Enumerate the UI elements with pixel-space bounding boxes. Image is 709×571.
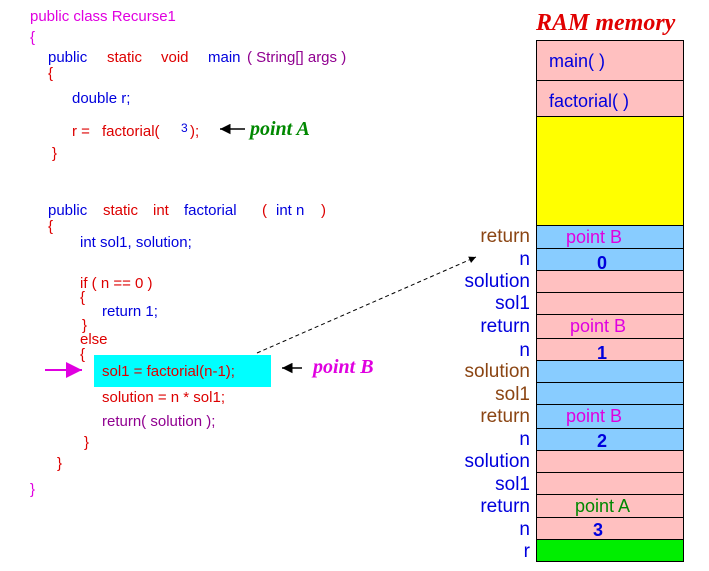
ram-cell-free bbox=[536, 116, 684, 226]
label-solution: solution bbox=[464, 271, 531, 292]
return-link-arrow bbox=[256, 256, 477, 354]
return-value: point B bbox=[566, 227, 623, 247]
ram-cell-sol1 bbox=[536, 292, 684, 315]
fact-keyword-int: int bbox=[153, 202, 169, 219]
n-value: 1 bbox=[597, 343, 608, 363]
ram-cell-n: 3 bbox=[536, 517, 684, 540]
label-n: n bbox=[519, 249, 530, 270]
ram-cell-return: point B bbox=[536, 314, 684, 339]
ram-cell-factorial-label: factorial( ) bbox=[549, 91, 630, 111]
ram-cell-r bbox=[536, 539, 684, 562]
ram-cell-return: point A bbox=[536, 494, 684, 518]
label-return: return bbox=[480, 226, 530, 247]
assign-end: ); bbox=[190, 123, 200, 140]
ram-cell-solution bbox=[536, 360, 684, 383]
return-value: point B bbox=[566, 406, 623, 426]
else-open-brace: { bbox=[80, 346, 86, 363]
assign-factorial-call: factorial( bbox=[102, 123, 160, 140]
return-value: point A bbox=[575, 496, 631, 516]
point-b-annotation: point B bbox=[313, 356, 374, 378]
label-sol1: sol1 bbox=[495, 384, 530, 405]
main-keyword-void: void bbox=[161, 49, 189, 66]
else-close-brace: } bbox=[84, 434, 90, 451]
return-solution: return( solution ); bbox=[102, 413, 216, 430]
decl-sol: int sol1, solution; bbox=[80, 234, 192, 251]
label-r: r bbox=[523, 541, 530, 562]
assign-r: r = bbox=[72, 123, 90, 140]
label-sol1: sol1 bbox=[495, 474, 530, 495]
label-return: return bbox=[480, 316, 530, 337]
ram-cell-solution bbox=[536, 270, 684, 293]
else-keyword: else bbox=[80, 331, 108, 348]
ram-title: RAM memory bbox=[536, 10, 676, 36]
ram-cell-n: 0 bbox=[536, 248, 684, 273]
main-method-name: main bbox=[208, 49, 241, 66]
if-open-brace: { bbox=[80, 289, 86, 306]
class-declaration: public class Recurse1 bbox=[30, 8, 176, 25]
main-keyword-public: public bbox=[48, 49, 88, 66]
label-n: n bbox=[519, 340, 530, 361]
ram-cell-main: main( ) bbox=[536, 40, 684, 81]
point-a-annotation: point A bbox=[250, 118, 310, 140]
label-solution: solution bbox=[464, 361, 531, 382]
fact-close-brace: } bbox=[57, 455, 63, 472]
ram-cell-solution bbox=[536, 450, 684, 473]
label-solution: solution bbox=[464, 451, 531, 472]
ram-cell-return: point B bbox=[536, 225, 684, 249]
fact-paren-open: ( bbox=[262, 202, 267, 219]
ram-cell-return: point B bbox=[536, 404, 684, 429]
ram-cell-sol1 bbox=[536, 472, 684, 495]
solution-assignment: solution = n * sol1; bbox=[102, 389, 225, 406]
fact-keyword-public: public bbox=[48, 202, 88, 219]
ram-cell-main-label: main( ) bbox=[549, 51, 606, 71]
fact-open-brace: { bbox=[48, 218, 54, 235]
fact-paren-close: ) bbox=[321, 202, 326, 219]
if-condition: if ( n == 0 ) bbox=[80, 275, 153, 292]
n-value: 2 bbox=[597, 431, 608, 451]
assign-arg: 3 bbox=[181, 121, 188, 135]
fact-method-name: factorial bbox=[184, 202, 237, 219]
n-value: 0 bbox=[597, 253, 608, 273]
return-value: point B bbox=[570, 316, 627, 336]
ram-cell-factorial: factorial( ) bbox=[536, 80, 684, 117]
current-line-highlight bbox=[94, 355, 271, 387]
n-value: 3 bbox=[593, 520, 604, 540]
fact-keyword-static: static bbox=[103, 202, 139, 219]
sol1-assignment: sol1 = factorial(n-1); bbox=[102, 363, 235, 380]
ram-cell-n: 2 bbox=[536, 428, 684, 451]
class-open-brace: { bbox=[30, 29, 36, 46]
class-close-brace: } bbox=[30, 481, 36, 498]
label-sol1: sol1 bbox=[495, 293, 530, 314]
fact-param: int n bbox=[276, 202, 305, 219]
decl-double-r: double r; bbox=[72, 90, 131, 107]
return-one: return 1; bbox=[102, 303, 158, 320]
main-close-brace: } bbox=[52, 145, 58, 162]
ram-cell-sol1 bbox=[536, 382, 684, 405]
if-close-brace: } bbox=[82, 317, 88, 334]
ram-cell-n: 1 bbox=[536, 338, 684, 363]
label-return: return bbox=[480, 496, 530, 517]
label-n: n bbox=[519, 429, 530, 450]
label-return: return bbox=[480, 406, 530, 427]
main-open-brace: { bbox=[48, 65, 54, 82]
label-n: n bbox=[519, 519, 530, 540]
main-keyword-static: static bbox=[107, 49, 143, 66]
main-params: ( String[] args ) bbox=[247, 49, 347, 66]
